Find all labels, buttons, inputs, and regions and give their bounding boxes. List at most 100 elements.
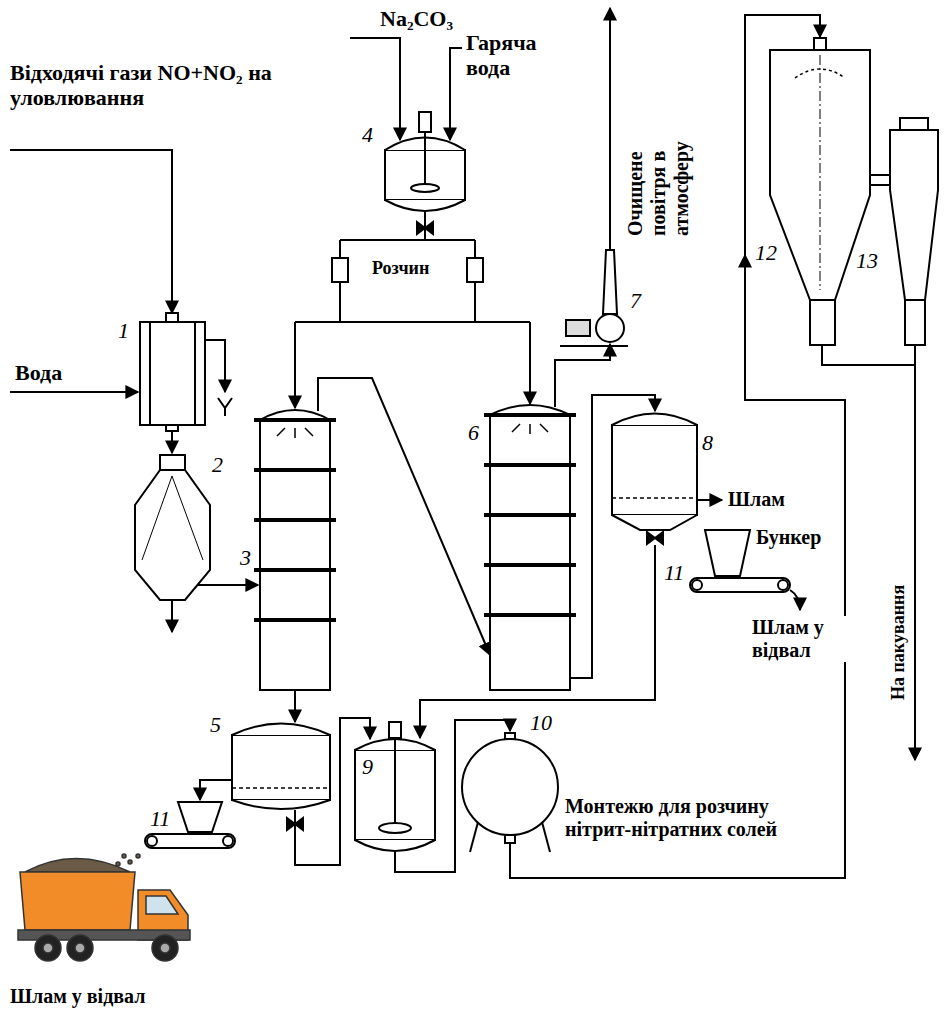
stream-label: Гаряча вода <box>466 30 576 81</box>
dump-truck-part <box>128 860 132 864</box>
dump-truck-part <box>116 862 120 866</box>
equipment-part <box>135 470 210 600</box>
equipment-part <box>223 836 233 846</box>
dump-truck-part <box>25 859 130 873</box>
equipment-part <box>770 50 870 300</box>
equipment <box>135 38 938 852</box>
pipelines-part <box>609 8 611 250</box>
dump-truck <box>18 854 190 961</box>
pipelines-part <box>424 211 426 240</box>
callout-number: 11 <box>664 560 684 585</box>
equipment-part <box>417 222 433 234</box>
equipment-part <box>394 738 396 830</box>
equipment-part <box>232 787 330 789</box>
equipment-part <box>512 424 548 434</box>
equipment-part <box>490 415 570 690</box>
pipelines-part <box>450 48 462 140</box>
stream-label: Розчин <box>372 258 429 279</box>
pipelines-part <box>198 584 258 586</box>
pipelines-part <box>350 38 400 140</box>
pipelines-part <box>697 499 722 501</box>
dump-truck-part <box>146 896 178 914</box>
dump-truck-part <box>122 854 126 858</box>
equipment-part <box>795 69 845 78</box>
stream-label: Очищене повітря в атмосферу <box>624 86 693 236</box>
callout-number: 4 <box>362 122 373 147</box>
pipelines-part <box>295 321 530 323</box>
equipment-part-part <box>484 463 576 467</box>
dump-truck-part <box>75 943 85 953</box>
pipelines-part <box>870 184 890 186</box>
equipment-part <box>612 497 697 499</box>
equipment-part <box>260 420 330 690</box>
equipment-part-part <box>254 518 336 522</box>
pipelines-part <box>171 431 173 453</box>
equipment-part <box>287 818 303 830</box>
callout-number: 13 <box>856 248 878 273</box>
pipelines-part <box>914 345 916 760</box>
equipment-part <box>194 322 196 425</box>
pipelines-part <box>294 690 296 722</box>
stream-label: Вода <box>15 360 62 385</box>
equipment-part <box>166 425 178 431</box>
equipment-part <box>411 184 439 192</box>
callout-number: 11 <box>150 806 170 831</box>
equipment-part <box>462 739 558 835</box>
equipment-part-part <box>254 618 336 622</box>
dump-truck-part <box>43 943 53 953</box>
dump-truck-part <box>35 935 61 961</box>
stream-label: Шлам <box>728 488 785 511</box>
equipment-part <box>467 258 483 282</box>
equipment-part <box>814 38 826 50</box>
pipelines-part <box>200 780 232 800</box>
equipment-part <box>389 722 401 738</box>
callout-number: 3 <box>240 545 251 570</box>
equipment-part <box>149 322 151 425</box>
equipment-part <box>166 313 178 322</box>
equipment-part <box>254 420 336 620</box>
equipment-part <box>612 414 697 426</box>
equipment-part <box>140 322 205 425</box>
equipment-part <box>355 840 435 851</box>
equipment-part-part <box>484 613 576 617</box>
equipment-part <box>470 822 478 852</box>
equipment-part <box>385 200 465 211</box>
equipment-part <box>142 476 203 560</box>
equipment-part <box>560 345 628 347</box>
equipment-part-part <box>484 413 576 417</box>
equipment-label: Монтежю для розчину нітрит-нітратних сол… <box>565 795 835 841</box>
callout-number: 1 <box>118 318 129 343</box>
pipelines-part <box>10 150 172 313</box>
equipment-part <box>820 55 821 290</box>
equipment-part <box>778 580 788 590</box>
callout-number: 12 <box>755 240 777 265</box>
equipment-part <box>692 580 702 590</box>
pipelines-part <box>340 239 475 241</box>
callout-number: 9 <box>362 754 373 779</box>
equipment-part <box>505 835 515 843</box>
stream-label: На пакування <box>888 480 909 700</box>
equipment-part-part <box>484 563 576 567</box>
equipment-part <box>612 515 697 530</box>
equipment-part-part <box>484 513 576 517</box>
equipment-part <box>542 822 550 852</box>
stream-label: Na₂CO₃ <box>380 6 453 31</box>
equipment-part <box>484 415 576 615</box>
equipment-part <box>603 250 617 314</box>
pipelines-part <box>294 322 296 408</box>
equipment-part-part <box>254 568 336 572</box>
equipment-part <box>810 300 835 345</box>
pipelines <box>10 8 915 878</box>
pipelines-part <box>555 344 610 407</box>
pipelines-part <box>205 340 225 392</box>
equipment-part-part <box>254 418 336 422</box>
stream-label: Відходячі гази NO+NO₂ на уловлювання <box>10 60 280 111</box>
callout-number: 10 <box>530 710 552 735</box>
dump-truck-part <box>20 872 135 930</box>
equipment-part <box>145 834 235 848</box>
equipment-part <box>596 314 624 342</box>
callout-number: 5 <box>210 712 221 737</box>
